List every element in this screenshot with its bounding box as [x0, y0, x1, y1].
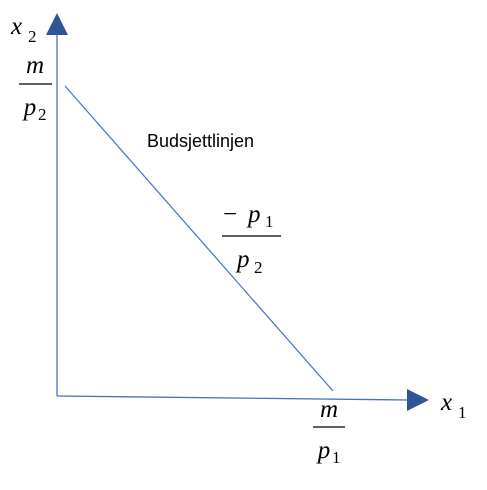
slope-numerator-sub: 1: [265, 212, 274, 231]
x-axis: [56, 395, 409, 401]
x-axis-label: x 1: [440, 389, 467, 422]
x-axis-label-var: x: [440, 389, 452, 416]
x-intercept-fraction: m p 1: [313, 396, 345, 467]
x-axis-label-sub: 1: [458, 403, 467, 422]
x-intercept-numerator: m: [320, 396, 338, 423]
y-intercept-denominator-sub: 2: [38, 105, 47, 124]
y-axis-label: x 2: [10, 13, 37, 46]
y-axis-arrowhead: [46, 13, 68, 35]
y-intercept-fraction: m p 2: [19, 52, 52, 124]
x-intercept-denominator-var: p: [316, 437, 331, 464]
x-axis-arrowhead: [407, 389, 429, 411]
slope-numerator-var: p: [246, 201, 261, 228]
slope-sign: −: [223, 201, 237, 228]
slope-denominator-var: p: [235, 246, 250, 273]
budget-line-label: Budsjettlinjen: [147, 131, 254, 151]
slope-denominator-sub: 2: [254, 258, 263, 277]
y-axis-label-var: x: [10, 13, 22, 40]
y-axis-label-sub: 2: [28, 27, 37, 46]
slope-fraction: − p 1 p 2: [222, 201, 281, 277]
budget-line: [64, 85, 334, 392]
y-intercept-denominator-var: p: [22, 94, 37, 121]
y-intercept-numerator: m: [26, 52, 44, 79]
x-intercept-denominator-sub: 1: [332, 448, 341, 467]
